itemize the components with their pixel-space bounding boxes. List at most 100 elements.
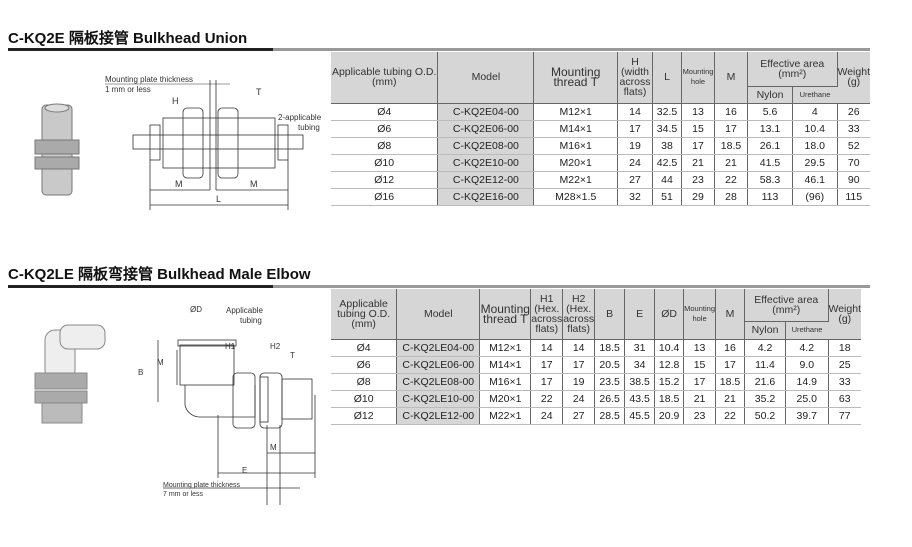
column-header: Mounting hole bbox=[681, 52, 715, 104]
table-cell: 25.0 bbox=[785, 390, 829, 408]
table-cell: 50.2 bbox=[744, 407, 786, 425]
table-cell: 46.1 bbox=[792, 171, 838, 189]
diagram-label: 7 mm or less bbox=[163, 491, 204, 498]
diagram-label: 2-applicable bbox=[278, 113, 322, 122]
table-cell: 41.5 bbox=[747, 154, 793, 172]
column-header: Mounting hole bbox=[683, 289, 716, 340]
bulkhead-elbow-drawing: ØD Applicable tubing H1 H2 T B M M E Mou… bbox=[34, 305, 316, 505]
column-header: M bbox=[715, 289, 745, 340]
table-cell: 77 bbox=[828, 407, 861, 425]
table-cell: 32.5 bbox=[652, 103, 682, 121]
table-cell: 20.5 bbox=[594, 356, 626, 374]
table-cell: 58.3 bbox=[747, 171, 793, 189]
bulkhead-union-drawing: Mounting plate thickness 1 mm or less H … bbox=[34, 75, 322, 210]
table-cell: 9.0 bbox=[785, 356, 829, 374]
table-cell: M14×1 bbox=[479, 356, 532, 374]
diagram-label: M bbox=[175, 179, 183, 189]
table-cell: 17 bbox=[617, 120, 653, 138]
diagram-label: tubing bbox=[240, 316, 262, 325]
table-cell: 33 bbox=[828, 373, 861, 391]
table-cell: Ø12 bbox=[331, 171, 439, 189]
table-cell: 17 bbox=[681, 137, 715, 155]
table-cell: (96) bbox=[792, 188, 838, 206]
table-cell: 35.2 bbox=[744, 390, 786, 408]
table-cell: M20×1 bbox=[479, 390, 532, 408]
section-divider bbox=[8, 285, 870, 288]
table-cell: M28×1.5 bbox=[533, 188, 618, 206]
table-cell: 27 bbox=[617, 171, 653, 189]
diagram-label: H1 bbox=[225, 342, 236, 351]
table-cell: 24 bbox=[530, 407, 564, 425]
column-header: Weight (g) bbox=[828, 289, 861, 340]
table-cell: 21 bbox=[715, 390, 745, 408]
table-cell: 14 bbox=[562, 339, 596, 357]
table-cell: 14 bbox=[617, 103, 653, 121]
table-cell: 13.1 bbox=[747, 120, 793, 138]
table-cell: 18.5 bbox=[654, 390, 685, 408]
table-cell: 31 bbox=[624, 339, 656, 357]
column-header: Applicable tubing O.D. (mm) bbox=[331, 52, 439, 104]
table-cell: 22 bbox=[530, 390, 564, 408]
table-cell: 22 bbox=[715, 407, 745, 425]
table-cell: 10.4 bbox=[654, 339, 685, 357]
model-cell: C-KQ2LE04-00 bbox=[396, 339, 481, 357]
table-cell: 26.5 bbox=[594, 390, 626, 408]
table-cell: Ø4 bbox=[331, 103, 439, 121]
table-cell: 44 bbox=[652, 171, 682, 189]
column-header: H2 (Hex. across flats) bbox=[562, 289, 596, 340]
column-header: B bbox=[594, 289, 626, 340]
table-cell: 24 bbox=[617, 154, 653, 172]
table-cell: M14×1 bbox=[533, 120, 618, 138]
table-cell: 115 bbox=[837, 188, 870, 206]
table-cell: 52 bbox=[837, 137, 870, 155]
table-cell: 32 bbox=[617, 188, 653, 206]
table-cell: 13 bbox=[681, 103, 715, 121]
table-cell: 27 bbox=[562, 407, 596, 425]
table-cell: 113 bbox=[747, 188, 793, 206]
table-cell: 4.2 bbox=[744, 339, 786, 357]
table-cell: 70 bbox=[837, 154, 870, 172]
table-cell: 21 bbox=[683, 390, 716, 408]
column-header: Mounting thread T bbox=[533, 52, 618, 104]
section-title-bulkhead-union: C-KQ2E 隔板接管 Bulkhead Union bbox=[8, 30, 248, 47]
table-cell: 17 bbox=[714, 120, 748, 138]
column-header: M bbox=[714, 52, 748, 104]
model-cell: C-KQ2E12-00 bbox=[437, 171, 535, 189]
diagram-label: B bbox=[138, 368, 143, 377]
column-header: H1 (Hex. across flats) bbox=[530, 289, 564, 340]
diagram-label: 1 mm or less bbox=[105, 85, 151, 94]
column-header: E bbox=[624, 289, 656, 340]
table-cell: M16×1 bbox=[479, 373, 532, 391]
column-header: Weight (g) bbox=[837, 52, 870, 104]
table-cell: 24 bbox=[562, 390, 596, 408]
table-cell: 28.5 bbox=[594, 407, 626, 425]
table-cell: 13 bbox=[683, 339, 716, 357]
column-header: Effective area (mm²) bbox=[744, 289, 829, 322]
model-cell: C-KQ2E16-00 bbox=[437, 188, 535, 206]
table-cell: M12×1 bbox=[533, 103, 618, 121]
table-cell: 26.1 bbox=[747, 137, 793, 155]
column-header: Model bbox=[437, 52, 535, 104]
table-cell: 17 bbox=[562, 356, 596, 374]
model-cell: C-KQ2LE12-00 bbox=[396, 407, 481, 425]
table-cell: Ø16 bbox=[331, 188, 439, 206]
table-cell: 12.8 bbox=[654, 356, 685, 374]
table-cell: 22 bbox=[714, 171, 748, 189]
table-cell: Ø6 bbox=[331, 120, 439, 138]
model-cell: C-KQ2LE06-00 bbox=[396, 356, 481, 374]
diagram-label: Mounting plate thickness bbox=[163, 482, 241, 489]
section-divider bbox=[8, 48, 870, 51]
column-header: Urethane bbox=[785, 321, 828, 340]
